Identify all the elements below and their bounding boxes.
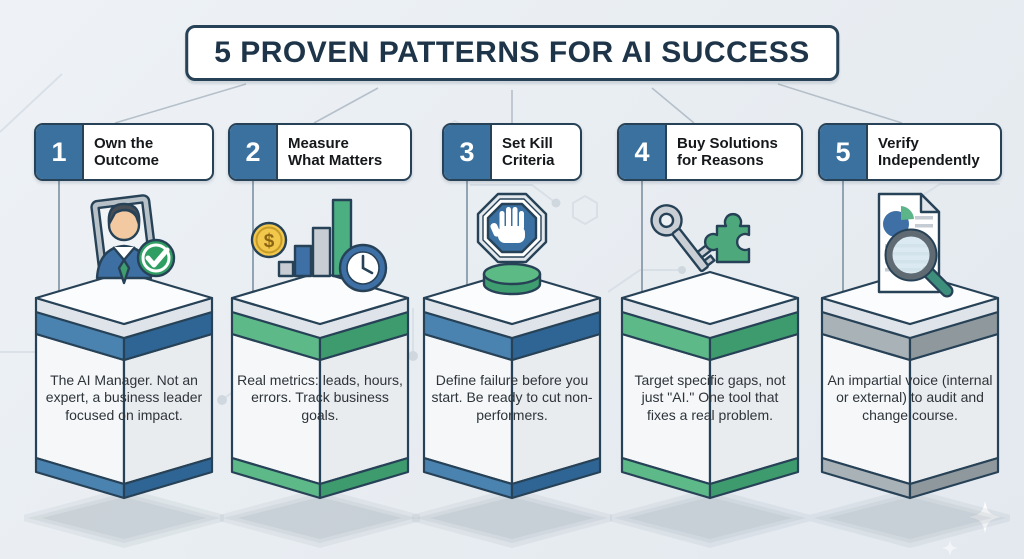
- pattern-4-header: 4 Buy Solutions for Reasons: [617, 123, 803, 181]
- pattern-3-title: Set Kill Criteria: [502, 134, 555, 169]
- pedestal-illustration: [412, 270, 612, 548]
- pattern-3-header: 3 Set Kill Criteria: [442, 123, 582, 181]
- step-number-badge: 2: [230, 125, 278, 179]
- svg-text:$: $: [264, 231, 275, 252]
- pattern-1-title: Own the Outcome: [94, 134, 160, 169]
- manager-check-icon: [90, 194, 176, 285]
- pattern-column-5: 5 Verify Independently: [810, 0, 1010, 559]
- pedestal-illustration: [24, 270, 224, 548]
- pattern-column-1: 1 Own the Outcome: [24, 0, 224, 559]
- pattern-5-description: An impartial voice (internal or external…: [827, 372, 993, 423]
- pedestal-illustration: [610, 270, 810, 548]
- pattern-column-3: 3 Set Kill Criteria: [412, 0, 612, 559]
- title-banner: 5 PROVEN PATTERNS FOR AI SUCCESS: [185, 25, 839, 81]
- pedestal-illustration: [220, 270, 420, 548]
- pedestal-illustration: [810, 270, 1010, 548]
- pattern-2-title: Measure What Matters: [288, 134, 383, 169]
- step-number-badge: 5: [820, 125, 868, 179]
- pattern-2-header: 2 Measure What Matters: [228, 123, 412, 181]
- pattern-1-header: 1 Own the Outcome: [34, 123, 214, 181]
- pattern-column-4: 4 Buy Solutions for Reasons: [610, 0, 810, 559]
- document-magnifier-icon: [877, 192, 954, 298]
- pattern-4-description: Target specific gaps, not just "AI." One…: [634, 372, 786, 423]
- page-title: 5 PROVEN PATTERNS FOR AI SUCCESS: [214, 36, 810, 69]
- pattern-2-description: Real metrics: leads, hours, errors. Trac…: [237, 372, 403, 423]
- pattern-1-description: The AI Manager. Not an expert, a busines…: [45, 372, 203, 423]
- step-number-badge: 1: [36, 125, 84, 179]
- step-number-badge: 4: [619, 125, 667, 179]
- metrics-chart-clock-icon: $: [250, 198, 388, 293]
- stop-hand-icon: [476, 192, 548, 296]
- pattern-4-title: Buy Solutions for Reasons: [677, 134, 778, 169]
- key-puzzle-icon: [650, 204, 751, 273]
- sparkle-icon: [942, 501, 1001, 556]
- pattern-5-header: 5 Verify Independently: [818, 123, 1002, 181]
- pattern-3-description: Define failure before you start. Be read…: [431, 372, 593, 423]
- pattern-column-2: 2 Measure What Matters $: [220, 0, 420, 559]
- pattern-5-title: Verify Independently: [878, 134, 980, 169]
- step-number-badge: 3: [444, 125, 492, 179]
